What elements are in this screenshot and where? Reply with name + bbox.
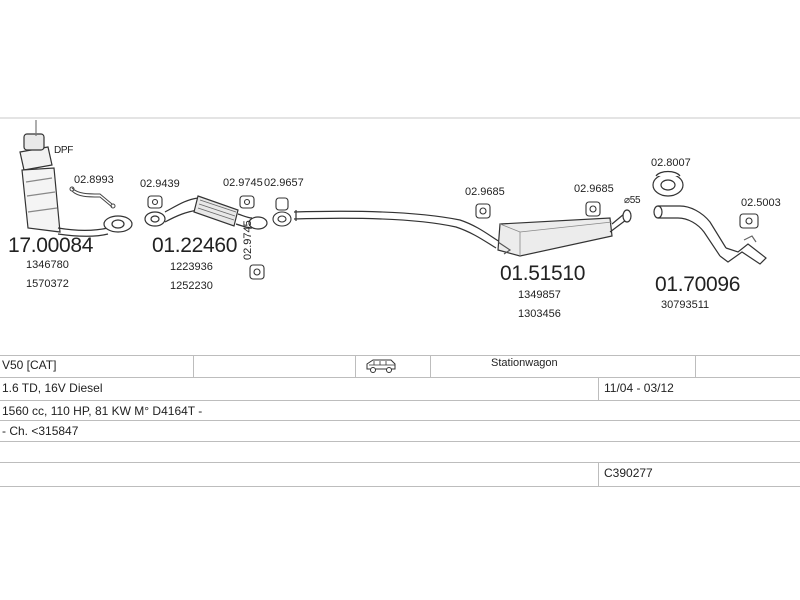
- oe-number: 1346780: [26, 259, 69, 271]
- code-cell: C390277: [604, 466, 653, 480]
- table-column-divider: [598, 462, 599, 486]
- hanger-part: [475, 201, 601, 219]
- table-divider: [0, 441, 800, 442]
- tail-pipe-part: [653, 205, 767, 265]
- hanger-part: [147, 195, 292, 280]
- oe-number: 30793511: [661, 299, 710, 311]
- table-column-divider: [193, 355, 194, 377]
- oe-number: 1349857: [518, 289, 561, 301]
- table-divider: [0, 486, 800, 487]
- table-divider: [0, 462, 800, 463]
- part-number: 17.00084: [8, 234, 94, 257]
- pipe-diameter-label: ⌀55: [624, 195, 641, 206]
- accessory-number: 02.8007: [651, 157, 691, 169]
- table-divider: [0, 377, 800, 378]
- table-divider: [0, 420, 800, 421]
- part-number: 01.51510: [500, 262, 586, 285]
- period-cell: 11/04 - 03/12: [604, 381, 674, 395]
- accessory-number: 02.9439: [140, 178, 180, 190]
- accessory-number: 02.5003: [741, 197, 781, 209]
- accessory-number: 02.9745: [242, 220, 254, 260]
- middle-silencer-part: [293, 209, 632, 257]
- part-number: 01.22460: [152, 234, 238, 257]
- accessory-number: 02.9745: [223, 177, 263, 189]
- chassis-cell: - Ch. <315847: [2, 424, 79, 438]
- oe-number: 1303456: [518, 308, 561, 320]
- table-divider: [0, 400, 800, 401]
- oe-number: 1252230: [170, 280, 213, 292]
- body-type-cell: Stationwagon: [491, 357, 558, 369]
- rubber-ring-part: [652, 170, 684, 197]
- table-column-divider: [598, 377, 599, 400]
- dpf-label: DPF: [54, 145, 74, 156]
- hanger-part: [739, 213, 759, 229]
- table-column-divider: [430, 355, 431, 377]
- accessory-number: 02.9685: [465, 186, 505, 198]
- station-wagon-car-icon: [366, 359, 396, 373]
- front-pipe-part: [144, 195, 268, 230]
- part-number: 01.70096: [655, 273, 741, 296]
- dpf-filter-part: [19, 120, 133, 237]
- exhaust-diagram: [0, 117, 800, 280]
- oe-number: 1223936: [170, 261, 213, 273]
- oe-number: 1570372: [26, 278, 69, 290]
- sensor-pipe-part: [69, 186, 116, 209]
- model-cell: V50 [CAT]: [2, 358, 57, 372]
- accessory-number: 02.9685: [574, 183, 614, 195]
- accessory-number: 02.8993: [74, 174, 114, 186]
- table-column-divider: [695, 355, 696, 377]
- specs-cell: 1560 cc, 110 HP, 81 KW M° D4164T -: [2, 404, 203, 418]
- table-divider: [0, 355, 800, 356]
- engine-cell: 1.6 TD, 16V Diesel: [2, 381, 103, 395]
- table-column-divider: [355, 355, 356, 377]
- accessory-number: 02.9657: [264, 177, 304, 189]
